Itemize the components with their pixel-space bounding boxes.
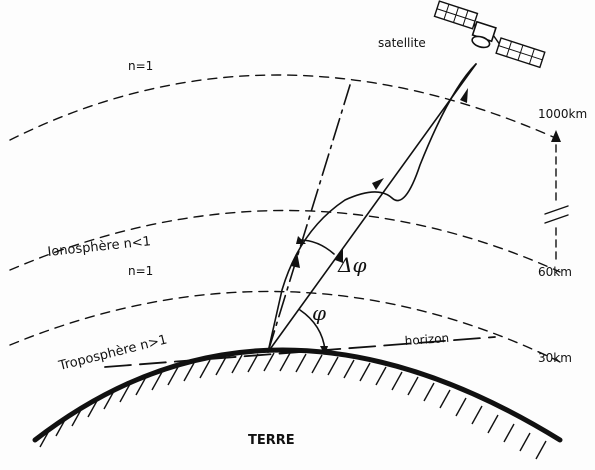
earth-surface xyxy=(32,347,563,443)
altitude-label-middle: 60km xyxy=(538,265,572,279)
axis-break-icon xyxy=(544,205,569,224)
layer-boundary-1000km xyxy=(9,74,561,141)
layer-boundary-60km xyxy=(9,209,561,273)
arrow-head-icon xyxy=(551,130,561,142)
satellite-icon xyxy=(433,0,546,69)
layer-label-troposphere: Troposphère n>1 xyxy=(56,332,168,374)
layer-label-ionosphere: Ionosphère n<1 xyxy=(47,234,152,260)
reference-axis xyxy=(267,84,351,353)
arrow-head-icon xyxy=(291,252,300,268)
satellite-label: satellite xyxy=(378,36,426,50)
elevation-angle-label: φ xyxy=(312,301,326,325)
layer-label-mid: n=1 xyxy=(128,264,153,278)
altitude-label-top: 1000km xyxy=(538,107,587,121)
arrow-head-icon xyxy=(320,346,328,355)
ground-label: TERRE xyxy=(248,433,295,448)
layer-boundary-30km xyxy=(9,290,561,363)
delta-angle-label: Δφ xyxy=(337,253,366,277)
elevation-angle-arc xyxy=(299,309,326,351)
direct-ray xyxy=(267,63,477,353)
refracted-ray xyxy=(267,63,477,353)
arrow-head-icon xyxy=(460,88,468,103)
delta-angle-arc xyxy=(299,239,335,255)
arrow-head-icon xyxy=(335,248,343,263)
altitude-label-bottom: 30km xyxy=(538,351,572,365)
ground-hatching xyxy=(39,352,547,460)
horizon-line xyxy=(104,336,496,368)
arrow-head-icon xyxy=(372,178,384,190)
horizon-label: horizon xyxy=(404,331,449,348)
layer-label-outer: n=1 xyxy=(128,59,153,73)
arrow-head-icon xyxy=(296,236,306,244)
